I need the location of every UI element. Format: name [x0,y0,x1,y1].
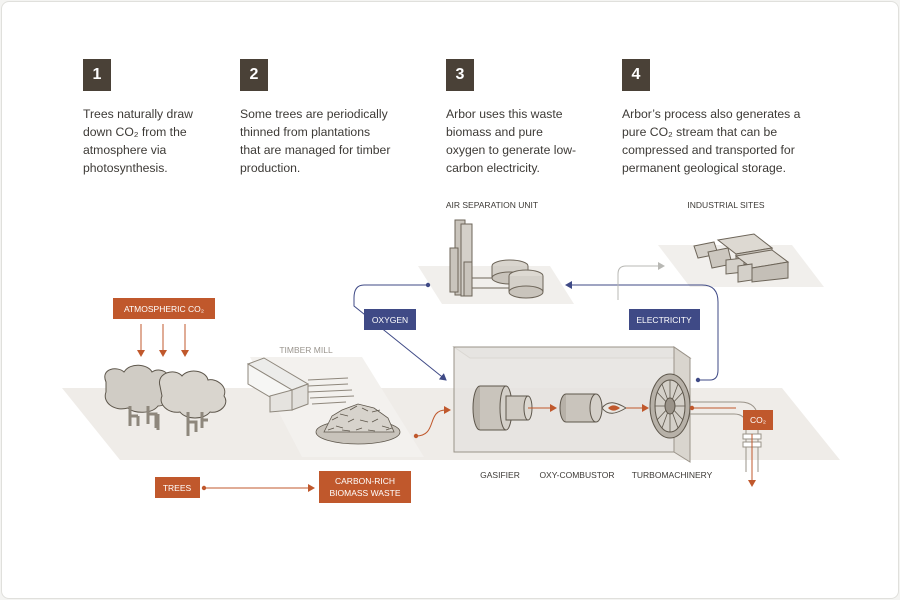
turbomachinery-label: TURBOMACHINERY [632,470,713,480]
step-1: 1 Trees naturally draw down CO₂ from the… [83,59,263,177]
biomass-chips-icon [315,403,401,445]
atmospheric-co2-tag [113,298,215,319]
step-1-line-2: down CO₂ from the [83,125,187,139]
gasifier-label: GASIFIER [480,470,520,480]
atmospheric-co2-arrows [137,324,189,357]
electricity-tag-text: ELECTRICITY [636,315,692,325]
trees-tag-text: TREES [163,483,192,493]
step-2-line-3: that are managed for timber [240,143,391,157]
step-3-text: Arbor uses this waste biomass and pure o… [446,105,626,177]
step-1-text: Trees naturally draw down CO₂ from the a… [83,105,263,177]
step-4-text: Arbor’s process also generates a pure CO… [622,105,842,177]
step-4-line-4: permanent geological storage. [622,161,786,175]
oxygen-tag-text: OXYGEN [372,315,408,325]
step-2-line-4: production. [240,161,301,175]
step-1-line-3: atmosphere via [83,143,167,157]
timber-mill-label: TIMBER MILL [279,345,333,355]
timber-mill-icon [246,357,355,413]
co2-tag-text: CO₂ [750,415,766,425]
step-2-number: 2 [240,59,268,91]
step-3-line-1: Arbor uses this waste [446,107,563,121]
step-2: 2 Some trees are periodically thinned fr… [240,59,420,177]
atmospheric-co2-tag-text: ATMOSPHERIC CO₂ [124,304,204,314]
biomass-waste-tag-line-1: CARBON-RICH [335,476,395,486]
step-3-number: 3 [446,59,474,91]
biomass-waste-tag [319,471,411,503]
biomass-waste-tag-line-2: BIOMASS WASTE [329,488,400,498]
oxygen-flow-arrow [353,282,447,381]
step-1-number: 1 [83,59,111,91]
electricity-flow-arrow [565,281,719,383]
air-separation-unit-label: AIR SEPARATION UNIT [446,200,538,210]
industrial-sites-label: INDUSTRIAL SITES [687,200,764,210]
step-4-line-2: pure CO₂ stream that can be [622,125,778,139]
co2-tag [743,410,773,430]
step-4: 4 Arbor’s process also generates a pure … [622,59,842,177]
trees-icon [104,364,227,436]
step-2-line-2: thinned from plantations [240,125,371,139]
process-flow-arrows [201,404,756,492]
trees-tag [155,477,200,498]
turbomachinery-icon [649,373,691,439]
air-separation-unit-icon [449,219,544,299]
step-3: 3 Arbor uses this waste biomass and pure… [446,59,626,177]
electricity-tag [629,309,700,330]
industrial-sites-icon [693,233,790,283]
step-3-line-2: biomass and pure [446,125,543,139]
step-3-line-4: carbon electricity. [446,161,540,175]
step-1-line-4: photosynthesis. [83,161,168,175]
step-2-line-1: Some trees are periodically [240,107,388,121]
oxy-combustor-label: OXY-COMBUSTOR [539,470,614,480]
step-3-line-3: oxygen to generate low- [446,143,577,157]
step-1-line-1: Trees naturally draw [83,107,193,121]
industrial-supply-arrow [617,262,665,300]
step-4-number: 4 [622,59,650,91]
step-4-line-3: compressed and transported for [622,143,795,157]
step-4-line-1: Arbor’s process also generates a [622,107,801,121]
oxygen-tag [364,309,416,330]
step-2-text: Some trees are periodically thinned from… [240,105,420,177]
